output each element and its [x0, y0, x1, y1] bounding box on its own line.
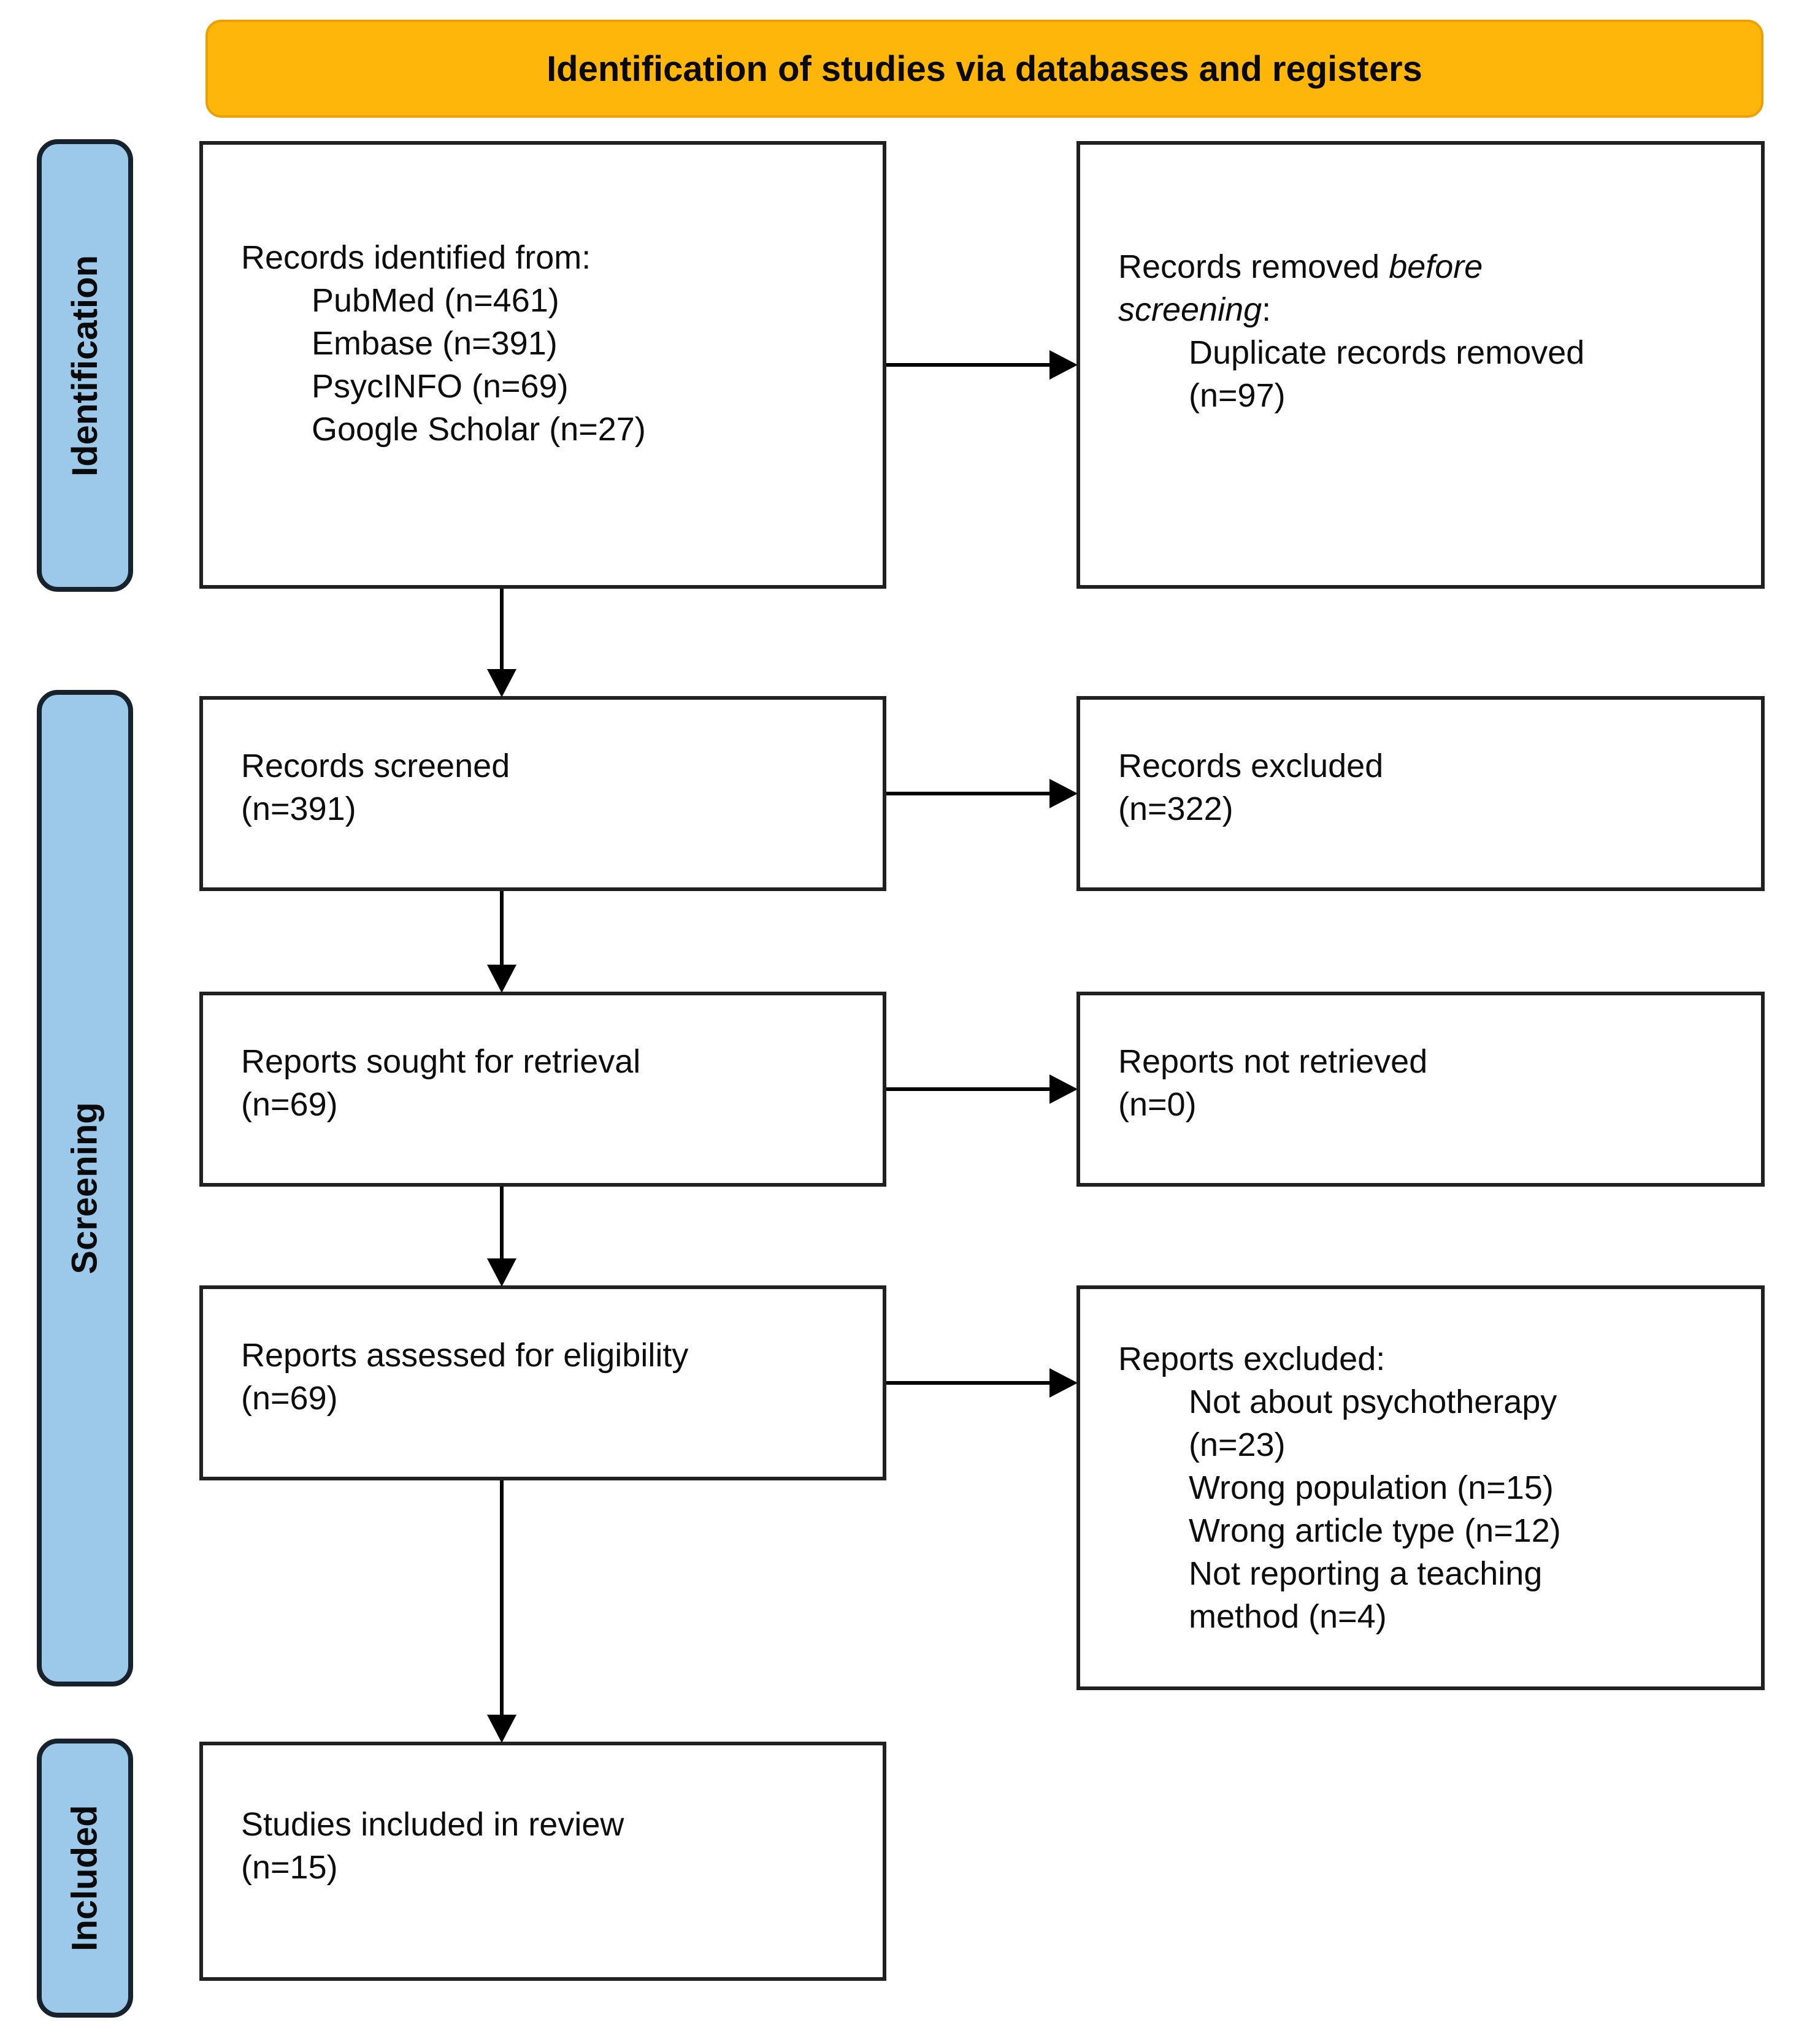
- arrow-identified-to-screened-line: [500, 589, 504, 672]
- arrow-screened-to-sought-line: [500, 891, 504, 967]
- arrow-screened-to-sought-head: [487, 965, 516, 993]
- duplicates-removed: Duplicate records removed (n=97): [1189, 334, 1585, 414]
- records-excluded-label: Records excluded: [1118, 748, 1384, 784]
- records-screened-count: (n=391): [241, 790, 356, 827]
- stage-label-screening-text: Screening: [65, 1102, 105, 1274]
- arrow-assessed-to-included-line: [500, 1480, 504, 1717]
- source-embase: Embase (n=391): [312, 325, 558, 362]
- box-reports-assessed: Reports assessed for eligibility (n=69): [199, 1285, 886, 1480]
- stage-label-screening: Screening: [37, 690, 133, 1686]
- arrow-identified-to-removed-line: [886, 363, 1051, 367]
- box-reports-excluded: Reports excluded: Not about psychotherap…: [1076, 1285, 1765, 1690]
- arrow-screened-to-excluded-head: [1049, 779, 1078, 808]
- box-reports-sought: Reports sought for retrieval (n=69): [199, 992, 886, 1187]
- arrow-assessed-to-included-head: [487, 1715, 516, 1743]
- reports-not-retrieved-count: (n=0): [1118, 1086, 1197, 1123]
- arrow-assessed-to-reports-excluded-head: [1049, 1368, 1078, 1398]
- exclusion-reason-population: Wrong population (n=15): [1189, 1469, 1554, 1506]
- box-records-screened: Records screened (n=391): [199, 696, 886, 891]
- box-studies-included: Studies included in review (n=15): [199, 1742, 886, 1981]
- source-google-scholar: Google Scholar (n=27): [312, 411, 646, 448]
- exclusion-reason-teaching-method: Not reporting a teaching method (n=4): [1189, 1555, 1543, 1635]
- arrow-identified-to-removed-head: [1049, 350, 1078, 380]
- arrow-identified-to-screened-head: [487, 669, 516, 697]
- records-removed-title-prefix: Records removed: [1118, 248, 1389, 285]
- arrow-sought-to-not-retrieved-head: [1049, 1074, 1078, 1104]
- box-reports-not-retrieved: Reports not retrieved (n=0): [1076, 992, 1765, 1187]
- stage-label-identification-text: Identification: [65, 255, 106, 477]
- arrow-sought-to-assessed-head: [487, 1258, 516, 1287]
- records-identified-title: Records identified from:: [241, 239, 591, 276]
- reports-assessed-count: (n=69): [241, 1380, 338, 1417]
- studies-included-label: Studies included in review: [241, 1806, 624, 1843]
- reports-sought-label: Reports sought for retrieval: [241, 1043, 641, 1080]
- exclusion-reason-psychotherapy: Not about psychotherapy (n=23): [1189, 1384, 1557, 1463]
- source-pubmed: PubMed (n=461): [312, 282, 559, 319]
- arrow-screened-to-excluded-line: [886, 792, 1051, 795]
- arrow-sought-to-not-retrieved-line: [886, 1087, 1051, 1091]
- source-psycinfo: PsycINFO (n=69): [312, 368, 569, 405]
- studies-included-count: (n=15): [241, 1849, 338, 1886]
- arrow-sought-to-assessed-line: [500, 1187, 504, 1261]
- banner: Identification of studies via databases …: [205, 20, 1763, 118]
- box-records-excluded: Records excluded (n=322): [1076, 696, 1765, 891]
- stage-label-included: Included: [37, 1739, 133, 2018]
- exclusion-reason-article-type: Wrong article type (n=12): [1189, 1512, 1561, 1549]
- records-removed-title-italic: before screening: [1118, 248, 1483, 328]
- records-removed-title-suffix: :: [1262, 291, 1272, 328]
- records-screened-label: Records screened: [241, 748, 510, 784]
- reports-not-retrieved-label: Reports not retrieved: [1118, 1043, 1428, 1080]
- reports-sought-count: (n=69): [241, 1086, 338, 1123]
- box-records-identified: Records identified from: PubMed (n=461) …: [199, 141, 886, 589]
- records-excluded-count: (n=322): [1118, 790, 1233, 827]
- reports-assessed-label: Reports assessed for eligibility: [241, 1337, 689, 1374]
- arrow-assessed-to-reports-excluded-line: [886, 1381, 1051, 1385]
- stage-label-identification: Identification: [37, 139, 133, 592]
- banner-title: Identification of studies via databases …: [547, 48, 1422, 89]
- box-records-removed: Records removed before screening: Duplic…: [1076, 141, 1765, 589]
- stage-label-included-text: Included: [65, 1805, 105, 1951]
- reports-excluded-title: Reports excluded:: [1118, 1341, 1386, 1377]
- records-removed-title: Records removed before screening:: [1118, 245, 1621, 331]
